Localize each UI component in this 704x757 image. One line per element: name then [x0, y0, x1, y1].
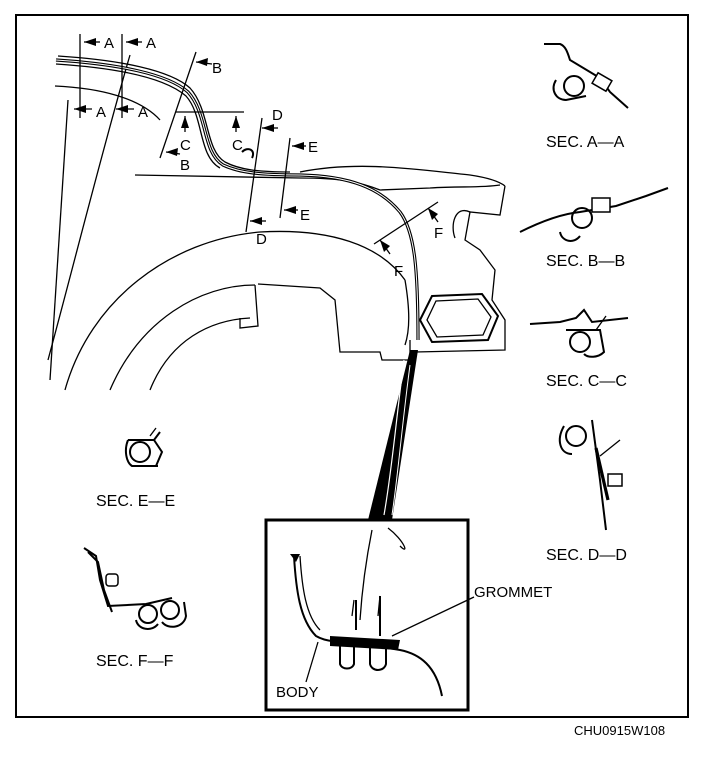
cut-mark-d-label: D	[256, 231, 267, 248]
cut-mark-a-label: A	[96, 104, 106, 121]
grommet-label: GROMMET	[474, 584, 552, 601]
body-label: BODY	[276, 684, 319, 701]
figure-code: CHU0915W108	[574, 723, 665, 738]
grommet-detail-view: GROMMET BODY	[264, 518, 552, 712]
section-view-aa: SEC. A—A	[544, 43, 629, 151]
cut-mark-e-label: E	[308, 139, 318, 156]
section-label-cc: SEC. C—C	[546, 373, 627, 390]
cut-mark-f-label: F	[394, 263, 403, 280]
section-label-aa: SEC. A—A	[546, 134, 625, 151]
cut-mark-a-label: A	[138, 104, 148, 121]
section-label-dd: SEC. D—D	[546, 547, 627, 564]
section-view-bb: SEC. B—B	[519, 187, 669, 270]
cut-mark-c-label: C	[232, 137, 243, 154]
cut-mark-d-label: D	[272, 107, 283, 124]
figure-frame	[15, 14, 689, 718]
cut-mark-c-label: C	[180, 137, 191, 154]
cut-mark-a-label: A	[146, 35, 156, 52]
cut-marks: A A A A B B C C D D E E	[74, 34, 443, 280]
section-view-dd: SEC. D—D	[546, 419, 627, 564]
section-view-ee: SEC. E—E	[96, 427, 175, 510]
cut-mark-b-label: B	[212, 60, 222, 77]
vehicle-body-outline	[47, 54, 506, 391]
wiring-harness-route	[55, 58, 420, 341]
cut-mark-f-label: F	[434, 225, 443, 242]
cut-mark-a-label: A	[104, 35, 114, 52]
cut-mark-e-label: E	[300, 207, 310, 224]
section-view-ff: SEC. F—F	[83, 547, 188, 670]
section-view-cc: SEC. C—C	[529, 308, 629, 390]
section-label-bb: SEC. B—B	[546, 253, 625, 270]
cut-mark-b-label: B	[180, 157, 190, 174]
section-label-ff: SEC. F—F	[96, 653, 174, 670]
detail-callout-wedge	[368, 350, 418, 520]
section-label-ee: SEC. E—E	[96, 493, 175, 510]
